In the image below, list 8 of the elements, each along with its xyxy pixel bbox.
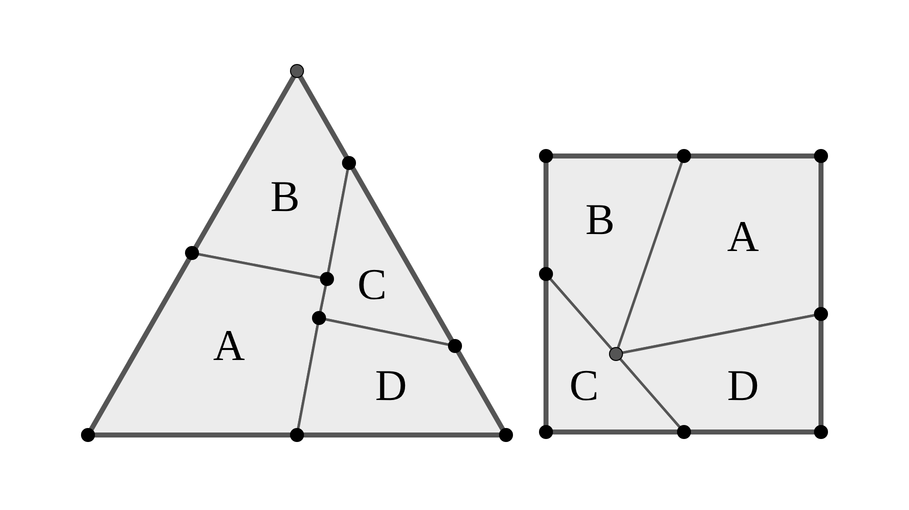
piece-label: D bbox=[727, 364, 759, 408]
piece-label: A bbox=[213, 324, 245, 368]
piece-label: C bbox=[357, 263, 387, 307]
piece-label: D bbox=[375, 364, 407, 408]
piece-label: A bbox=[727, 215, 759, 259]
piece-label: C bbox=[569, 364, 599, 408]
piece-label: B bbox=[585, 198, 615, 242]
piece-label: B bbox=[270, 175, 300, 219]
